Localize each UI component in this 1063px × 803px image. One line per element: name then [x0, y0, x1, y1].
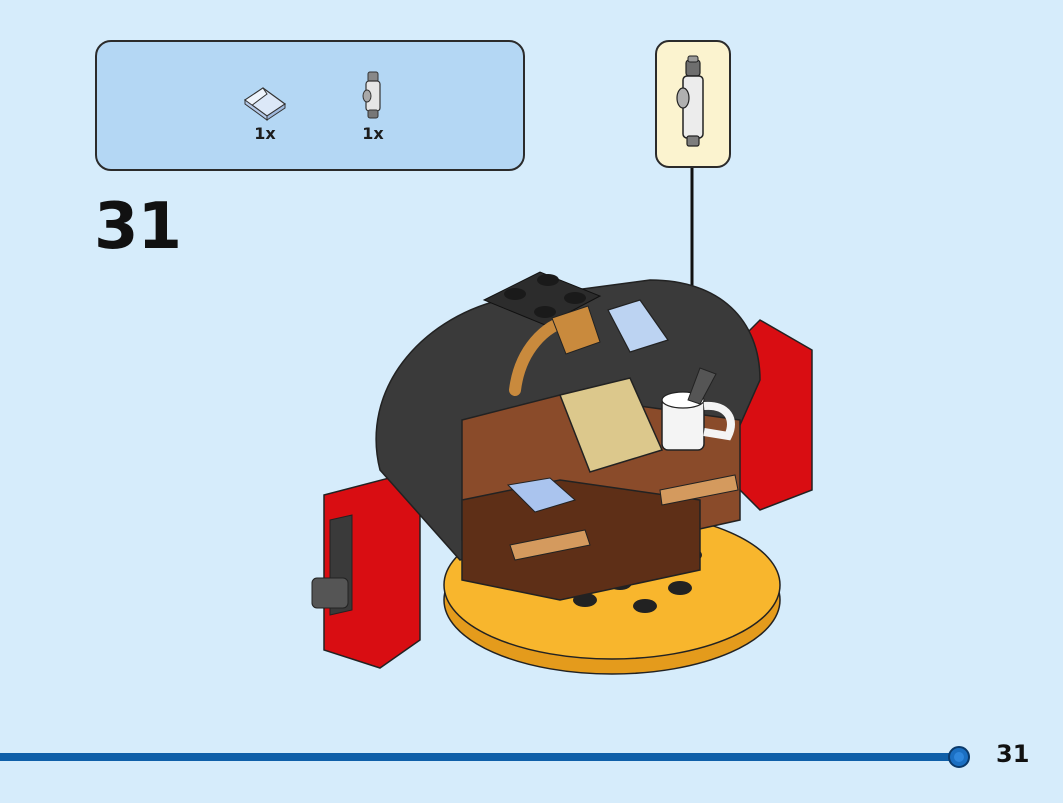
- quantity-label: 1x: [254, 124, 276, 143]
- parts-item-slope: 1x: [225, 70, 305, 143]
- quantity-label: 1x: [362, 124, 384, 143]
- white-cup: [661, 367, 735, 451]
- parts-list-box: 1x 1x: [95, 40, 525, 171]
- progress-marker: [948, 746, 970, 768]
- slope-brick-icon: [243, 87, 287, 121]
- telescope-piece-icon: [676, 55, 704, 147]
- step-number: 31: [94, 190, 182, 264]
- sub-assembly-callout: [655, 40, 731, 168]
- telescope-piece-icon: [362, 71, 381, 119]
- progress-bar: [0, 753, 955, 761]
- parts-item-telescope: 1x: [333, 70, 413, 143]
- page-number: 31: [996, 740, 1030, 768]
